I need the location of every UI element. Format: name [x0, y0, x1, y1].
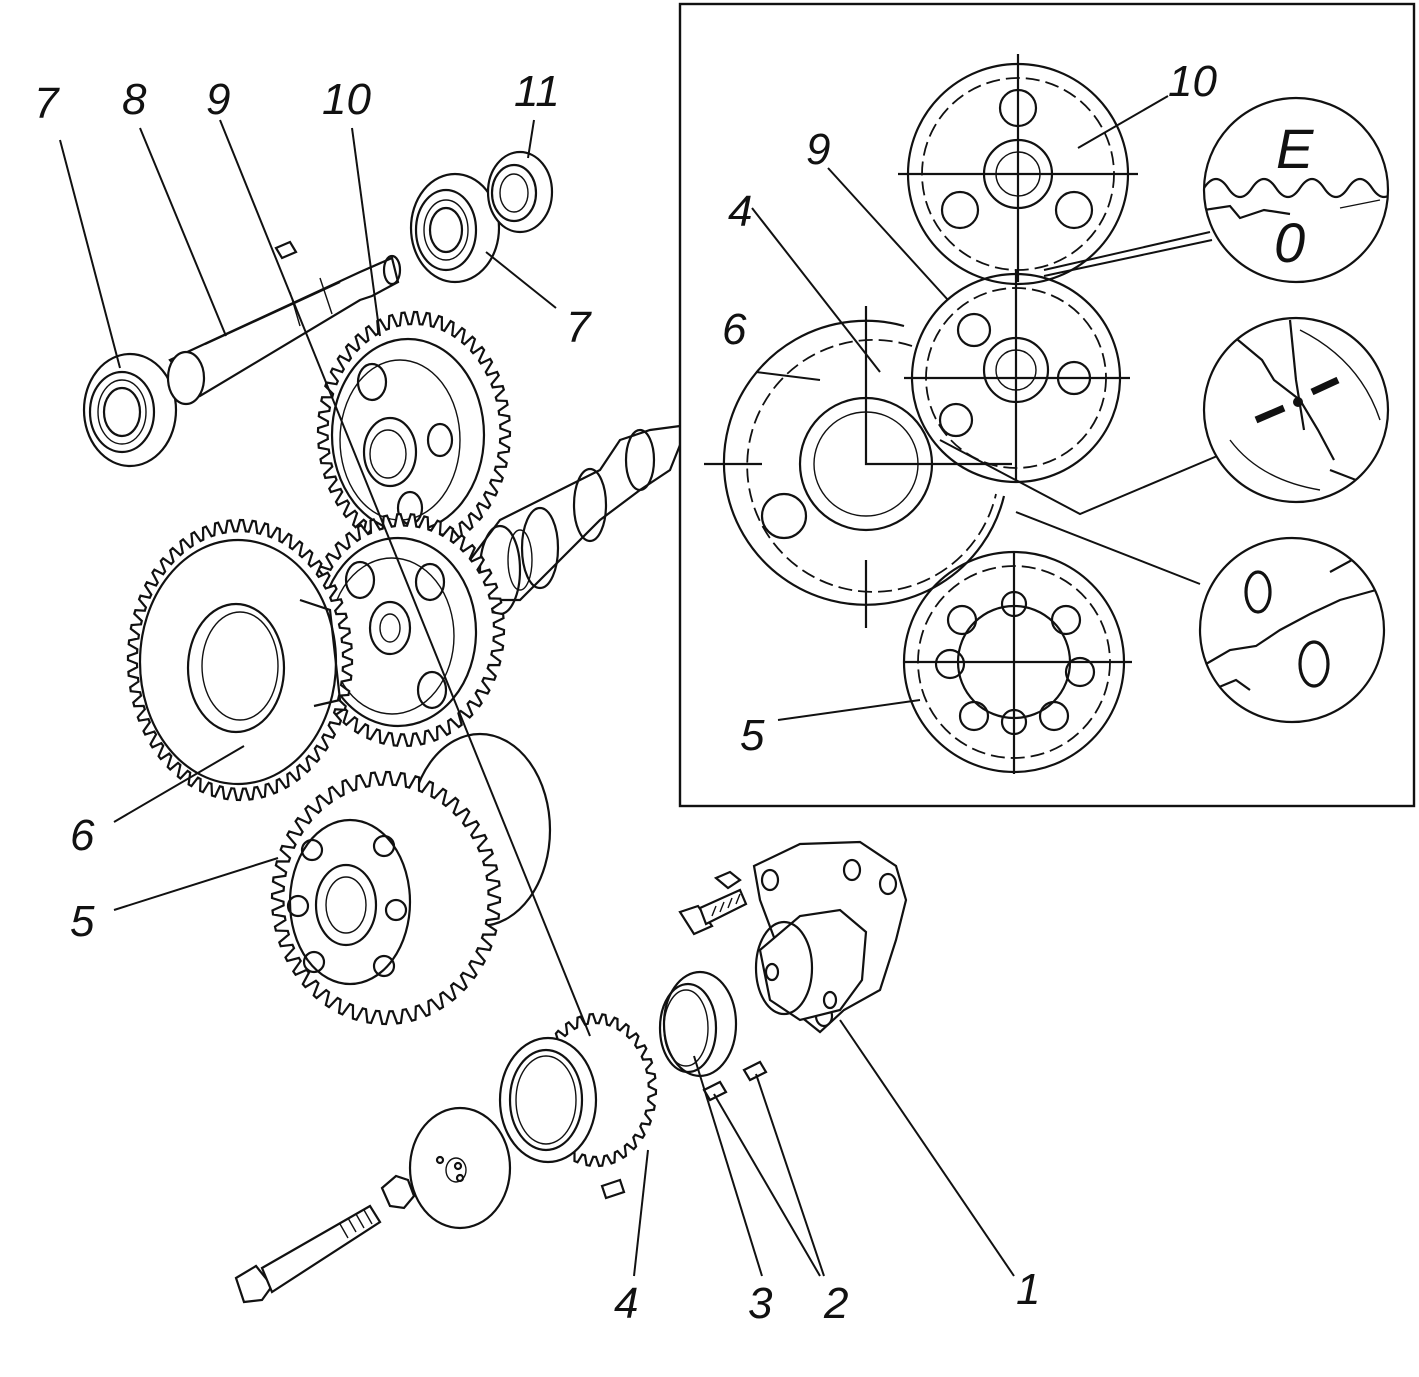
mark-0: 0: [1274, 211, 1305, 274]
gear-4: [498, 1012, 658, 1168]
inset-label-5: 5: [740, 711, 765, 760]
bearing-7-right: [409, 172, 501, 284]
gear-6: [126, 518, 354, 802]
bearing-7-left: [82, 352, 178, 468]
left-labels: 7 8 9 10 11 7 6 5 4 3 2 1: [34, 67, 1040, 1328]
inset-gear-5: [902, 550, 1132, 774]
inset-gear-6: [704, 306, 1012, 628]
magnifier-mark-E-0: E 0: [1202, 96, 1390, 284]
bushing-3: [658, 970, 738, 1078]
left-leader-lines: [59, 119, 1015, 1277]
bearing-11: [486, 150, 554, 234]
inset-label-4: 4: [728, 187, 752, 236]
label-part-7-left: 7: [34, 79, 60, 128]
label-part-3: 3: [748, 1279, 773, 1328]
label-part-7-right: 7: [566, 303, 592, 352]
inset-gear-9: [904, 270, 1130, 484]
magnifier-mark-bottom: [1198, 536, 1386, 724]
inset-gear-10: [898, 54, 1138, 286]
label-part-11: 11: [514, 67, 560, 116]
magnifier-mark-middle: [1202, 316, 1390, 504]
label-part-1: 1: [1016, 1265, 1040, 1314]
timing-marks-inset: E 0: [678, 2, 1416, 808]
bolt-upper: [678, 870, 748, 936]
label-part-5: 5: [70, 897, 95, 946]
support-axle-1: [752, 840, 908, 1034]
shaft-8: [166, 254, 402, 406]
inset-label-9: 9: [806, 125, 830, 174]
label-part-10: 10: [322, 75, 371, 124]
gear-5: [270, 732, 552, 1026]
label-part-9: 9: [206, 75, 230, 124]
pins-2: [702, 1060, 768, 1102]
gear-4-key: [600, 1178, 626, 1200]
thrust-washer: [408, 1106, 512, 1230]
label-part-4: 4: [614, 1279, 638, 1328]
lock-washer: [380, 1174, 416, 1210]
label-part-8: 8: [122, 75, 147, 124]
label-part-6: 6: [70, 811, 95, 860]
long-bolt: [234, 1204, 382, 1304]
label-part-2: 2: [823, 1279, 848, 1328]
camshaft: [468, 424, 684, 616]
shaft-key: [274, 240, 298, 260]
inset-label-10: 10: [1168, 57, 1217, 106]
inset-label-6: 6: [722, 305, 747, 354]
mark-E: E: [1276, 117, 1314, 180]
